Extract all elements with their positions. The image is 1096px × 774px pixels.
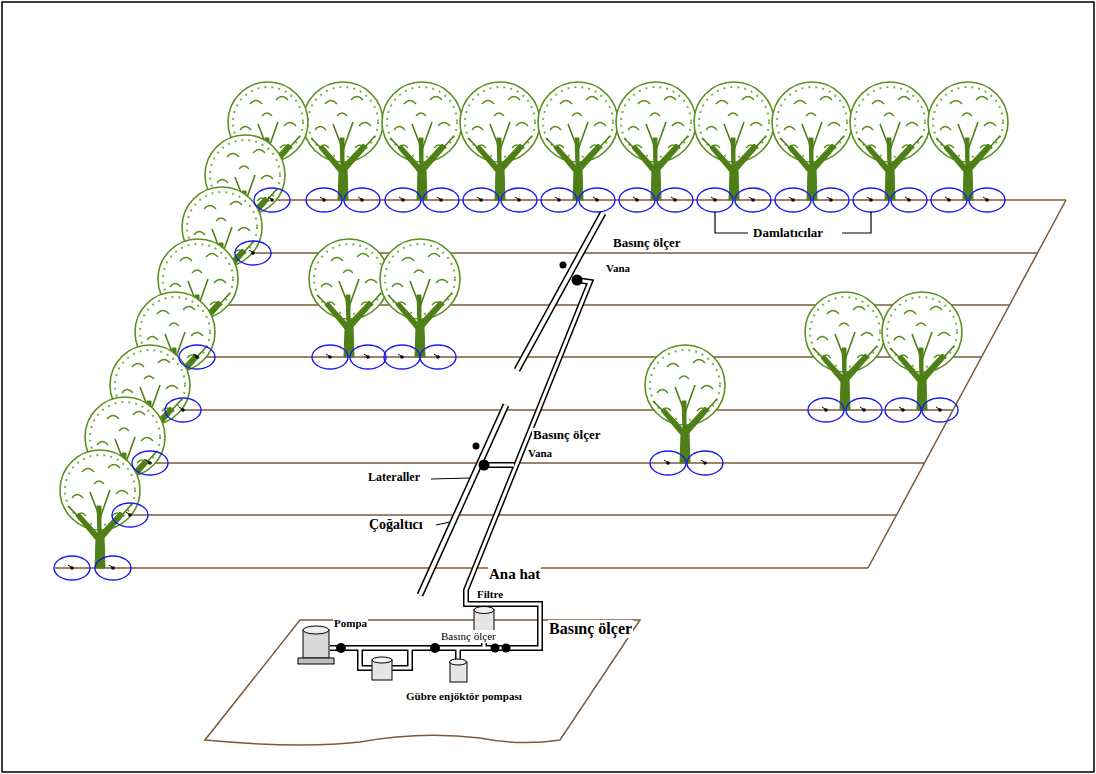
part-label: Basınç ölçer	[612, 236, 682, 251]
trees	[60, 82, 1008, 568]
part-label: Damlatıcılar	[752, 226, 824, 241]
part-label: Gübre enjöktör pompası	[405, 690, 523, 703]
part-label: Çoğaltıcı	[368, 517, 424, 533]
filter-symbol	[474, 607, 494, 633]
part-label: Filtre	[476, 588, 504, 601]
part-label: Pompa	[333, 617, 368, 630]
field-laterals	[55, 200, 1066, 568]
drippers	[54, 188, 1005, 580]
part-label: Basınç ölçer	[440, 630, 497, 643]
part-label: Basınç ölçer	[548, 620, 633, 638]
tank-symbols	[372, 657, 467, 682]
manifolds	[420, 213, 603, 595]
part-label: Vana	[605, 262, 631, 275]
main-pipe	[330, 280, 590, 668]
gauges-and-valves	[336, 262, 583, 654]
part-label: Basınç ölçer	[532, 428, 602, 443]
pump-ground	[205, 620, 640, 745]
leader-lines	[431, 478, 470, 525]
part-label: Ana hat	[488, 566, 541, 583]
part-label: Lateraller	[367, 471, 421, 485]
part-label: Vana	[527, 447, 553, 460]
pump-symbol	[298, 626, 334, 664]
